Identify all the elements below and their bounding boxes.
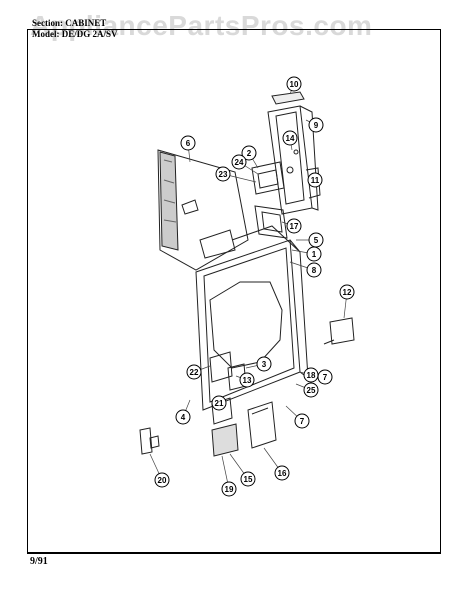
part-terminal-block [211,423,239,457]
callout-18: 18 [303,367,319,383]
svg-text:16: 16 [278,469,287,478]
callout-5: 5 [308,232,324,248]
callout-12: 12 [339,284,355,300]
part-inner-plate [254,205,288,239]
callout-22: 22 [186,364,202,380]
leader-lines [149,83,348,490]
svg-text:7: 7 [323,373,328,382]
svg-text:6: 6 [186,139,191,148]
callout-2: 2 [241,145,257,161]
revision-date: 9/91 [30,556,48,567]
watermark: AppliancePartsPros.com [30,10,373,41]
svg-text:7: 7 [300,417,305,426]
svg-text:2: 2 [247,149,252,158]
callout-7: 7 [317,369,333,385]
svg-text:17: 17 [290,222,299,231]
callout-3: 3 [256,356,272,372]
callout-7-lower: 7 [294,413,310,429]
svg-text:12: 12 [343,288,352,297]
svg-text:8: 8 [312,266,317,275]
part-cabinet-front [195,225,309,411]
svg-text:14: 14 [286,134,295,143]
svg-text:19: 19 [225,485,234,494]
svg-text:18: 18 [307,371,316,380]
callout-23: 23 [215,166,231,182]
svg-text:10: 10 [290,80,299,89]
part-access-cover [247,401,277,449]
callout-10: 10 [286,76,302,92]
svg-text:3: 3 [262,360,267,369]
callout-16: 16 [274,465,290,481]
svg-text:23: 23 [219,170,228,179]
callout-13: 13 [239,372,255,388]
svg-text:22: 22 [190,368,199,377]
callout-25: 25 [303,382,319,398]
part-door-latch [139,427,160,455]
callout-11: 11 [307,172,323,188]
callout-19: 19 [221,481,237,497]
part-top-cap [271,91,305,105]
svg-text:24: 24 [235,158,244,167]
part-hinge-bracket [251,149,299,195]
svg-text:11: 11 [311,176,320,185]
callout-15: 15 [240,471,256,487]
callout-9: 9 [308,117,324,133]
callout-4: 4 [175,409,191,425]
callout-17: 17 [286,218,302,234]
callout-1: 1 [306,246,322,262]
diagram-frame [27,29,441,554]
callout-20: 20 [154,472,170,488]
part-side-panel [157,149,249,271]
svg-text:15: 15 [244,475,253,484]
svg-text:5: 5 [314,236,319,245]
callout-8: 8 [306,262,322,278]
svg-text:21: 21 [215,399,224,408]
svg-text:1: 1 [312,250,317,259]
part-lower-controls [209,351,247,425]
svg-text:9: 9 [314,121,319,130]
callout-21: 21 [211,395,227,411]
part-side-bracket [323,317,355,345]
section-label: Section: CABINET [32,18,107,28]
model-label: Model: DE/DG 2A/SV [32,29,118,39]
footer-divider [27,552,440,553]
callout-14: 14 [282,130,298,146]
svg-text:20: 20 [158,476,167,485]
svg-text:13: 13 [243,376,252,385]
callout-6: 6 [180,135,196,151]
svg-text:25: 25 [307,386,316,395]
svg-text:4: 4 [181,413,186,422]
callout-24: 24 [231,154,247,170]
